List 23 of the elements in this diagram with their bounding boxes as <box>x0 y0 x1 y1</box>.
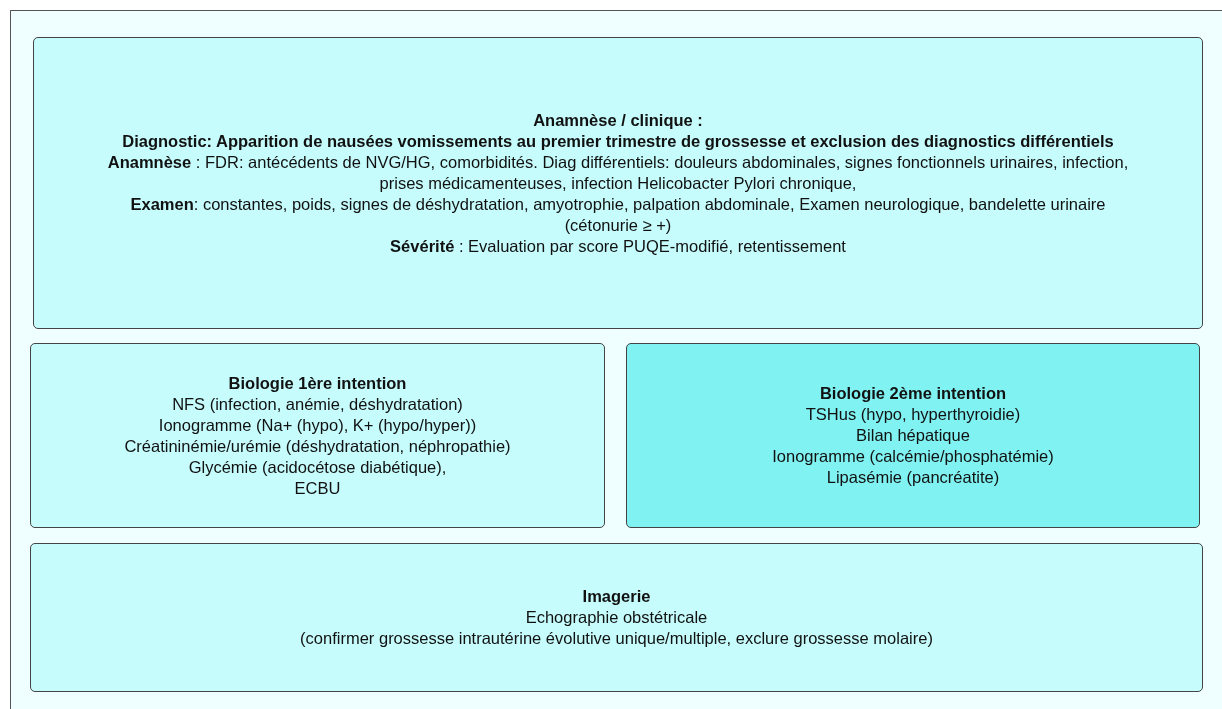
body-text: TSHus (hypo, hyperthyroidie) <box>805 404 1021 425</box>
body-text: Anamnèse : FDR: antécédents de NVG/HG, comorbidités. Diag différentiels: douleurs abdominales, signes fonctionnels urinaires, infection, prises médicamenteuses, infection Helicobacter Pylori chronique, <box>106 151 1130 194</box>
lab-box <box>626 343 1200 528</box>
body-text: Créatininémie/urémie (déshydratation, néphropathie) <box>124 435 511 457</box>
body-text: (confirmer grossesse intrautérine évolutive unique/multiple, exclure grossesse molaire) <box>300 628 933 649</box>
body-text: Examen: constantes, poids, signes de déshydratation, amyotrophie, palpation abdominale, Examen neurologique, bandelette urinaire (cétonurie ≥ +) <box>129 193 1107 236</box>
heading-text: Biologie 2ème intention <box>819 383 1007 404</box>
body-text: Sévérité : Evaluation par score PUQE-modifié, retentissement <box>390 235 846 257</box>
lab-box <box>30 343 605 528</box>
body-text: Glycémie (acidocétose diabétique), <box>188 456 447 478</box>
body-text: Ionogramme (Na+ (hypo), K+ (hypo/hyper)) <box>158 414 477 436</box>
body-text: Lipasémie (pancréatite) <box>826 467 1000 488</box>
body-text: NFS (infection, anémie, déshydratation) <box>172 393 463 415</box>
body-text: Ionogramme (calcémie/phosphatémie) <box>772 446 1054 467</box>
body-text: Bilan hépatique <box>856 425 970 446</box>
heading-text: Anamnèse / clinique : <box>533 109 703 131</box>
heading-text: Biologie 1ère intention <box>228 372 407 394</box>
clinical-box <box>33 37 1203 329</box>
imaging-box <box>30 543 1203 692</box>
body-text: ECBU <box>294 477 341 499</box>
heading-text: Diagnostic: Apparition de nausées vomissements au premier trimestre de grossesse et exclusion des diagnostics différentiels <box>122 130 1114 152</box>
heading-text: Imagerie <box>582 586 651 607</box>
body-text: Echographie obstétricale <box>525 607 708 628</box>
